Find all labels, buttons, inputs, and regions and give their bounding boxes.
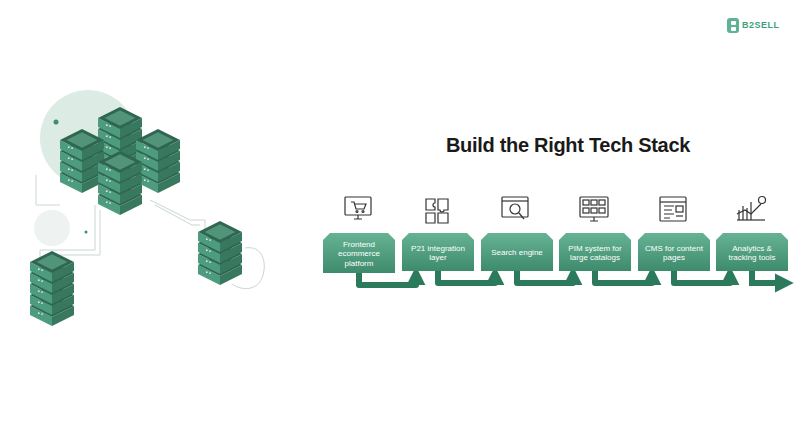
server-slab — [198, 221, 242, 252]
flow-arrow — [595, 271, 652, 283]
step-badge: Frontend ecommerce platform — [323, 233, 395, 273]
flow-arrow — [359, 272, 416, 285]
step-label: PIM system for large catalogs — [559, 239, 631, 265]
flow-arrow — [674, 271, 730, 283]
server-slab — [98, 151, 142, 182]
server-slab — [60, 129, 104, 160]
step-label: P21 integration layer — [402, 239, 474, 265]
server-slab — [98, 107, 142, 138]
logo-mark — [727, 18, 739, 33]
step-label: Frontend ecommerce platform — [323, 235, 395, 271]
logo-text: B2SELL — [742, 20, 780, 30]
server-slab — [136, 129, 180, 160]
trailing-arrow — [752, 271, 788, 283]
flow-arrow — [517, 271, 573, 283]
step-badge: P21 integration layer — [402, 233, 474, 271]
dot — [85, 231, 88, 234]
diagram-title: Build the Right Tech Stack — [380, 134, 756, 157]
bg-circle — [34, 210, 70, 246]
dot — [54, 120, 59, 125]
step-label: CMS for content pages — [638, 239, 710, 265]
step-icons — [345, 197, 766, 224]
wires — [36, 175, 264, 289]
flow-arrow — [438, 271, 495, 283]
step-badge: CMS for content pages — [638, 233, 710, 271]
step-label: Search engine — [487, 243, 547, 260]
step-label: Analytics & tracking tools — [716, 239, 788, 265]
step-badge: Search engine — [481, 233, 553, 271]
server-slab — [30, 251, 74, 282]
step-badge: Analytics & tracking tools — [716, 233, 788, 271]
step-badge: PIM system for large catalogs — [559, 233, 631, 271]
